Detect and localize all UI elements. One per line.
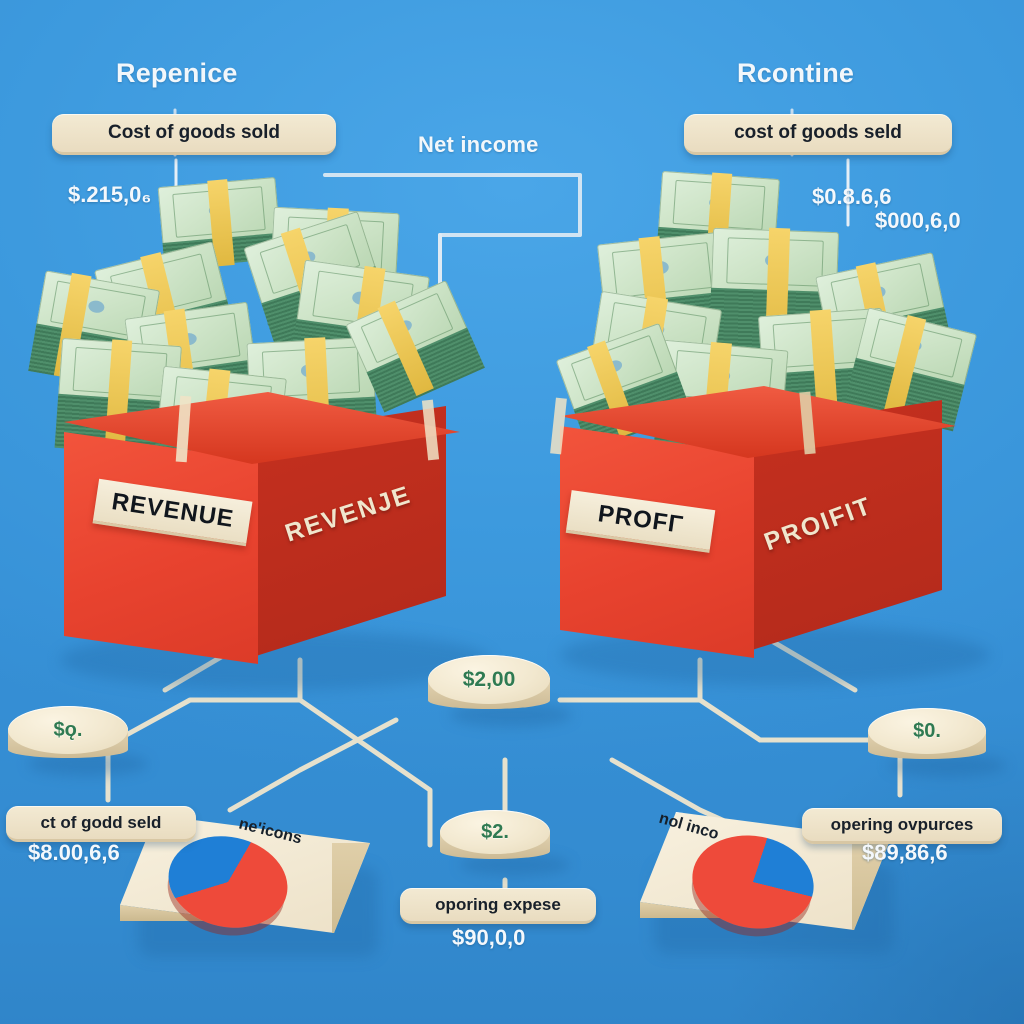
- amount-top-left: $.215,0₆: [68, 182, 152, 207]
- disc-center-upper[interactable]: $2,00: [428, 655, 572, 727]
- tag-operating-expenses-right[interactable]: opering ovpurces: [802, 808, 1002, 844]
- disc-left[interactable]: $ǫ.: [8, 706, 148, 776]
- amount-bottom-center: $90,0,0: [452, 925, 526, 950]
- disc-right-value: $0.: [913, 719, 941, 742]
- tag-cost-of-goods-sold-bottom[interactable]: ct of godd seld: [6, 806, 196, 842]
- disc-right[interactable]: $0.: [868, 708, 1006, 777]
- page-title-right: Rcontine: [737, 58, 855, 88]
- tag-operating-expense-center[interactable]: oporing expese: [400, 888, 596, 924]
- right-pie-chart[interactable]: nol inco: [640, 810, 894, 954]
- disc-left-value: $ǫ.: [53, 718, 83, 741]
- revenue-box-front: [64, 432, 258, 664]
- amount-bottom-left: $8.00,6,6: [28, 840, 120, 865]
- amount-top-right-2: $000,6,0: [875, 208, 961, 233]
- page-title-left: Repenice: [116, 58, 238, 88]
- net-income-caption: Net income: [418, 132, 539, 157]
- disc-center-upper-value: $2,00: [462, 667, 516, 691]
- disc-center-lower-value: $2.: [481, 820, 509, 843]
- amount-top-right-1: $0.8.6,6: [812, 184, 892, 209]
- amount-bottom-right: $89,86,6: [862, 840, 948, 865]
- tag-cost-of-goods-sold-left[interactable]: Cost of goods sold: [52, 114, 336, 155]
- disc-center-lower[interactable]: $2.: [440, 810, 570, 876]
- tag-cost-of-goods-sold-right[interactable]: cost of goods seld: [684, 114, 952, 155]
